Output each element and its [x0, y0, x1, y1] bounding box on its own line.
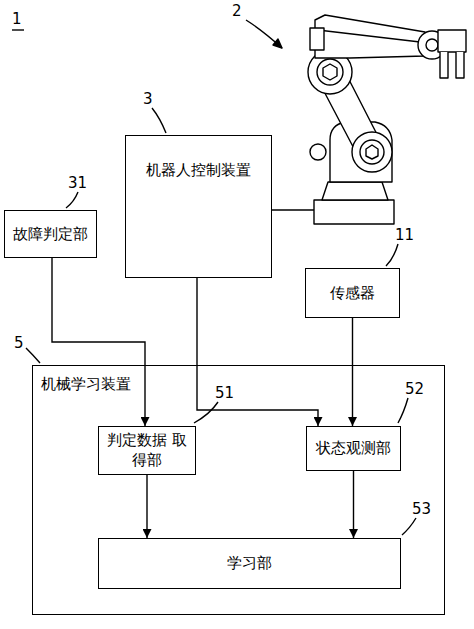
- callout-number: 1: [12, 12, 22, 27]
- node-text: 机器人控制装置: [131, 160, 266, 180]
- callout-number: 52: [405, 382, 424, 397]
- arrow-connector: [52, 258, 145, 426]
- node-text: 传感器: [311, 283, 394, 303]
- node-text: 机械学习装置: [41, 374, 439, 394]
- controller-box: 机器人控制装置: [125, 135, 272, 278]
- node-text: 学习部: [104, 553, 395, 573]
- arrow-connector: [352, 318, 353, 426]
- arrow-connector: [146, 475, 147, 539]
- callout-number: 11: [395, 228, 414, 243]
- callout-number: 2: [232, 4, 242, 19]
- callout-number: 51: [215, 386, 234, 401]
- arrow-connector: [197, 278, 318, 426]
- callout-number: 53: [412, 502, 431, 517]
- callout-number: 3: [143, 92, 153, 107]
- callout-number: 31: [68, 176, 87, 191]
- process-box: 判定数据 取得部: [98, 426, 196, 475]
- node-text: 判定数据 取得部: [104, 430, 190, 471]
- sensor-box: 传感器: [305, 268, 400, 318]
- process-box: 学习部: [98, 538, 401, 589]
- callout-number: 5: [14, 336, 24, 351]
- arrow-connector: [353, 471, 354, 538]
- process-box: 故障判定部: [4, 210, 97, 258]
- node-text: 故障判定部: [10, 224, 91, 244]
- node-text: 状态观测部: [312, 438, 395, 458]
- process-box: 状态观测部: [306, 426, 401, 471]
- device-frame: 机械学习装置判定数据 取得部 状态观测部学习部: [32, 365, 445, 615]
